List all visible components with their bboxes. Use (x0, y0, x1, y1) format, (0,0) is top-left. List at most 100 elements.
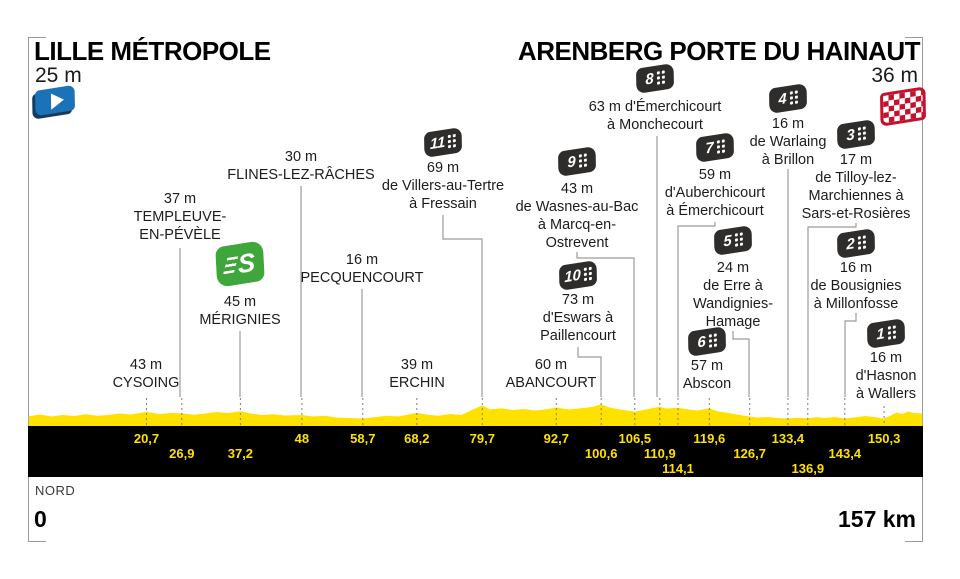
sector-label-line: à Émerchicourt (666, 203, 764, 219)
town-label-line: 39 m (400, 357, 434, 373)
sector-number: 4 (778, 90, 787, 109)
sector-label-line: à Fressain (409, 196, 477, 212)
km-tick-label: 110,9 (643, 446, 676, 461)
km-tick-label: 106,5 (618, 431, 652, 446)
town-label-line: 16 m (345, 252, 379, 268)
km-tick-label: 79,7 (469, 431, 495, 446)
km-tick-label: 119,6 (693, 431, 726, 446)
sector-label-line: à Marcq-en- (537, 217, 617, 233)
sector-label-line: de Erre à (703, 278, 763, 294)
sector-label-line: 16 m (839, 260, 873, 276)
km-tick-label: 20,7 (133, 431, 160, 446)
town-label-line: 37 m (163, 191, 197, 207)
km-tick-label: 48 (294, 431, 310, 446)
cobblestone-dots-icon (857, 126, 866, 141)
km-tick-label: 37,2 (227, 446, 254, 461)
sector-number: 2 (846, 235, 855, 254)
cobblestone-dots-icon (708, 333, 717, 348)
region-label: NORD (35, 483, 76, 498)
km-tick-label: 126,7 (733, 446, 766, 461)
sector-number: 5 (723, 232, 732, 251)
cobblestone-dots-icon (857, 235, 866, 250)
cobblestone-dots-icon (578, 153, 587, 168)
terrain-area (28, 404, 923, 427)
town-label-line: 60 m (534, 357, 568, 373)
connector-line (732, 331, 750, 397)
town-label-line: 43 m (129, 357, 163, 373)
connector-line (442, 215, 483, 397)
connector-line (577, 347, 602, 397)
sector-label-line: 73 m (561, 292, 595, 308)
start-title: LILLE MÉTROPOLE (34, 36, 271, 66)
sector-label-line: de Bousignies (810, 278, 902, 294)
sector-number: 1 (876, 325, 885, 344)
town-label-line: PECQUENCOURT (300, 270, 424, 286)
sprint-label-line: 45 m (223, 294, 257, 310)
connector-line (576, 252, 635, 397)
town-label-line: EN-PÉVÈLE (139, 227, 221, 243)
km-tick-label: 143,4 (828, 446, 862, 461)
km-start-label: 0 (34, 506, 47, 532)
sector-number: 7 (705, 139, 714, 158)
start-elevation: 25 m (35, 64, 82, 87)
km-tick-label: 92,7 (543, 431, 569, 446)
sector-label-line: Marchiennes à (808, 188, 904, 204)
km-tick-label: 100,6 (584, 446, 618, 461)
sector-label-line: à Brillon (761, 152, 815, 168)
finish-elevation: 36 m (871, 64, 918, 87)
speed-lines-icon (222, 256, 239, 275)
km-tick-label: 114,1 (662, 461, 694, 476)
km-tick-label: 133,4 (771, 431, 805, 446)
cobblestone-dots-icon (716, 139, 725, 154)
km-tick-label: 26,9 (169, 446, 195, 461)
sector-label-line: à Wallers (856, 386, 916, 402)
sector-label-line: de Tilloy-lez- (815, 170, 897, 186)
sector-label-line: de Villers-au-Tertre (381, 178, 505, 194)
town-label-line: FLINES-LEZ-RÂCHES (227, 167, 375, 183)
sector-label-line: Wandignies- (692, 296, 774, 312)
sector-label-line: d'Hasnon (855, 368, 917, 384)
play-triangle-icon (50, 91, 64, 110)
sector-number: 11 (429, 133, 446, 154)
sector-label-line: à Millonfosse (813, 296, 899, 312)
km-tick-label: 136,9 (791, 461, 825, 476)
sector-label-line: 16 m (771, 116, 805, 132)
km-tick-label: 68,2 (404, 431, 430, 446)
sector-label-line: 57 m (690, 358, 724, 374)
sector-label-line: 43 m (560, 181, 594, 197)
sector-label-line: 69 m (426, 160, 460, 176)
sector-label-line: de Wasnes-au-Bac (515, 199, 639, 215)
sector-label-line: 24 m (716, 260, 750, 276)
connector-line (844, 313, 857, 397)
sector-label-line: Abscon (682, 376, 732, 392)
sector-label-line: 63 m d'Émerchicourt (588, 99, 722, 115)
sprint-label-line: MÉRIGNIES (199, 312, 281, 328)
cobblestone-dots-icon (583, 266, 592, 282)
connector-line (807, 223, 857, 397)
cobblestone-dots-icon (448, 133, 457, 149)
cobblestone-dots-icon (734, 232, 743, 247)
sector-label-line: Paillencourt (540, 328, 616, 344)
km-tick-label: 58,7 (350, 431, 376, 446)
km-total-label: 157 km (837, 506, 916, 532)
sprint-letter: S (237, 246, 256, 279)
km-tick-label: 150,3 (867, 431, 901, 446)
sprint-icon: S (215, 240, 265, 288)
town-label-line: ABANCOURT (505, 375, 597, 391)
finish-title: ARENBERG PORTE DU HAINAUT (517, 36, 921, 66)
sector-number: 8 (645, 70, 654, 89)
sector-number: 3 (846, 126, 855, 145)
sector-label-line: Hamage (705, 314, 761, 330)
connector-line (677, 222, 716, 397)
sector-number: 9 (567, 153, 576, 172)
sector-label-line: 59 m (698, 167, 732, 183)
sector-number: 6 (697, 333, 706, 352)
sector-label-line: 16 m (869, 350, 903, 366)
sector-label-line: d'Auberchicourt (664, 185, 766, 201)
cobblestone-dots-icon (656, 70, 665, 85)
frame-bracket-left (28, 37, 46, 542)
town-label-line: CYSOING (112, 375, 180, 391)
